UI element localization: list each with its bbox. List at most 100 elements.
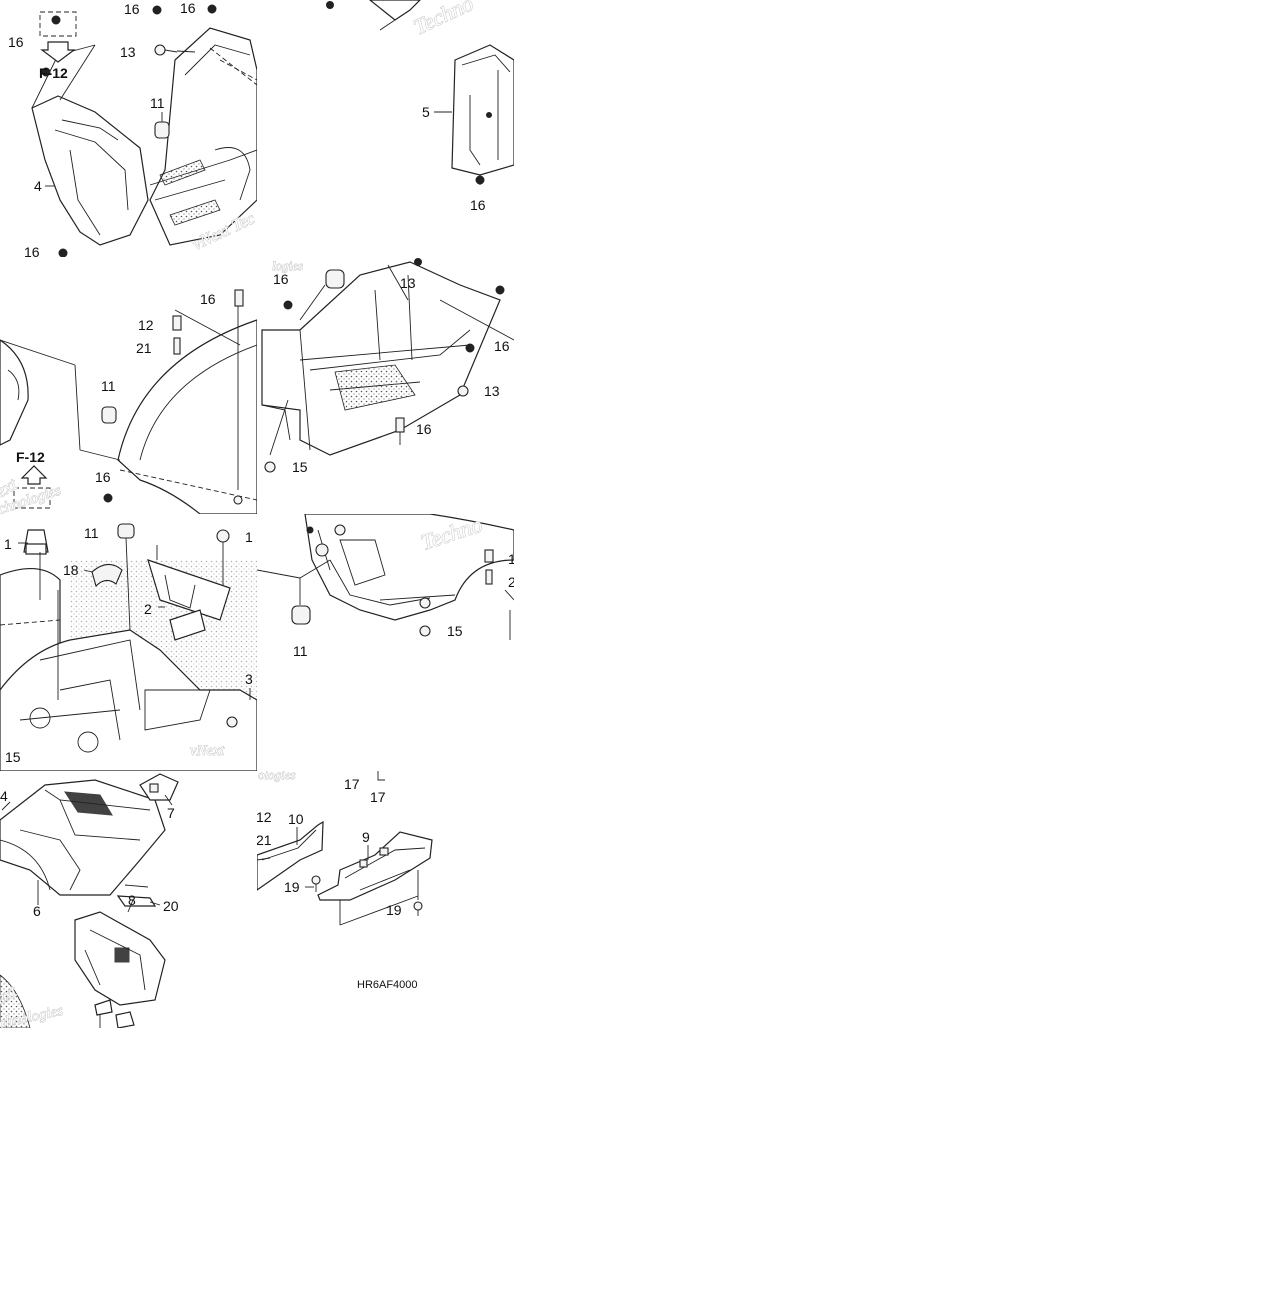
arrow-down-icon [40, 41, 76, 63]
callout-1-partial: 1 [245, 529, 253, 545]
callout-1: 1 [508, 551, 516, 567]
callout-16: 16 [200, 291, 216, 307]
callout-11: 11 [101, 378, 116, 394]
callout-19: 19 [284, 879, 300, 895]
callout-16: 16 [8, 34, 24, 50]
callout-15: 15 [5, 749, 21, 765]
clip-icon [283, 300, 293, 310]
callout-16: 16 [24, 244, 40, 260]
callout-10: 10 [288, 811, 304, 827]
nut-icon [264, 461, 276, 473]
callout-16: 16 [260, 537, 276, 553]
screw-icon [413, 901, 423, 911]
callout-18: 18 [63, 562, 79, 578]
tile-rear-fender-inner: F-12 12 21 16 11 16 ext chnologies [0, 289, 257, 514]
callout-5: 5 [422, 104, 430, 120]
clip-icon [41, 67, 51, 77]
side-panel-part-5 [451, 44, 514, 176]
tile-skid-plates: 17 17 12 21 10 9 19 19 HR6AF4000 ologies [256, 767, 433, 991]
grommet-icon [117, 523, 135, 539]
tile-side-panel: 5 16 Techno [326, 0, 514, 213]
callout-4: 4 [0, 788, 8, 804]
callout-2: 2 [508, 574, 516, 590]
callout-12: 12 [138, 317, 154, 333]
callout-13: 13 [484, 383, 500, 399]
callout-13: 13 [120, 44, 136, 60]
tile-front-inner-cover: F-12 FR. 16 16 16 13 11 4 16 vNext Tec [8, 0, 314, 260]
direction-label: FR. [287, 181, 314, 205]
bolt-icon [216, 529, 230, 543]
callout-16: 16 [416, 421, 432, 437]
tile-floor-panel: 16 13 16 13 16 15 logies [261, 258, 514, 475]
clip-icon [395, 417, 405, 433]
strap-part-20 [116, 895, 157, 907]
clip-icon [234, 289, 244, 307]
grommet-icon [101, 406, 117, 424]
callout-3: 3 [245, 671, 253, 687]
callout-4: 4 [34, 178, 42, 194]
nut-icon [419, 625, 431, 637]
bolt-icon [154, 44, 166, 56]
callout-15: 15 [447, 623, 463, 639]
callout-19: 19 [386, 902, 402, 918]
callout-20: 20 [163, 898, 179, 914]
bolt-icon [485, 569, 493, 585]
tile-storage-box: 4 7 6 20 8 ext chnologies [0, 773, 179, 1028]
grommet-icon [291, 605, 311, 625]
bolt-icon [484, 549, 494, 563]
clip-icon [475, 175, 485, 185]
callout-13: 13 [400, 275, 416, 291]
rear-fender-shell [117, 319, 257, 514]
latch-part-7 [139, 773, 179, 801]
bolt-icon [457, 385, 469, 397]
watermark: ologies [258, 767, 296, 782]
guard-part-9 [317, 831, 433, 901]
callout-2: 2 [144, 601, 152, 617]
clip-icon [103, 493, 113, 503]
clip-icon [58, 248, 68, 257]
fender-side-panel [304, 514, 514, 621]
clip-icon [51, 15, 61, 25]
grommet-icon [154, 121, 170, 139]
tile-rear-fender-assembly: 1 11 18 2 1 16 3 15 vNext [0, 523, 276, 771]
bolt-icon [173, 337, 181, 355]
callout-21: 21 [136, 340, 152, 356]
callout-16: 16 [470, 197, 486, 213]
callout-1: 1 [4, 536, 12, 552]
watermark: vNext [190, 743, 225, 759]
callout-16: 16 [273, 271, 289, 287]
callout-11: 11 [150, 95, 165, 111]
callout-16: 16 [180, 0, 196, 16]
grommet-icon [325, 269, 345, 289]
floor-panel [149, 27, 257, 246]
ref-label-f12: F-12 [16, 449, 45, 465]
watermark: Techno [410, 0, 477, 40]
callout-17: 17 [370, 789, 386, 805]
diagram-code: HR6AF4000 [357, 979, 418, 991]
watermark: logies [272, 258, 303, 273]
callout-15: 15 [292, 459, 308, 475]
callout-16: 16 [95, 469, 111, 485]
clamp-part-18 [91, 563, 123, 588]
tile-fender-side: 15 11 1 2 Techno [257, 514, 516, 659]
callout-17: 17 [344, 776, 360, 792]
storage-cover-part-6 [0, 779, 166, 896]
clip-icon [152, 5, 162, 15]
callout-12: 12 [256, 809, 272, 825]
clip-icon [326, 1, 334, 9]
inner-cover-part-4 [31, 95, 149, 246]
callout-16: 16 [494, 338, 510, 354]
floor-frame [261, 261, 501, 456]
clip-icon [495, 285, 505, 295]
clip-icon [414, 258, 422, 266]
screw-icon [311, 875, 321, 885]
clip-icon [465, 343, 475, 353]
callout-6: 6 [33, 903, 41, 919]
ref-label-f12: F-12 [39, 65, 68, 81]
callout-11: 11 [84, 525, 99, 541]
callout-9: 9 [362, 829, 370, 845]
front-arrow-icon [262, 206, 292, 222]
clip-icon [207, 4, 217, 14]
